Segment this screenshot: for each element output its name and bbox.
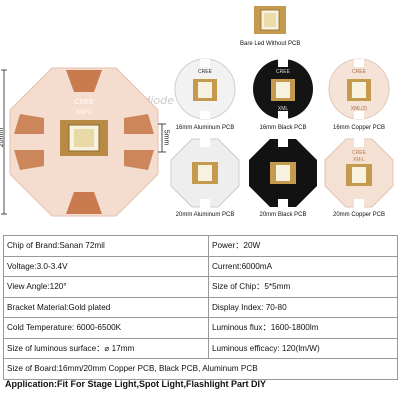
copper-pcb-16mm: CREE XML(2) [328,58,390,120]
spec-cell: Current:6000mA [209,256,398,276]
table-row: View Angle:120° Size of Chip：5*5mm [4,277,398,298]
spec-cell: Luminous flux：1600-1800lm [209,318,398,338]
board-size-cell: Size of Board:16mm/20mm Copper PCB, Blac… [4,359,398,379]
bare-led-image [254,6,286,34]
product-caption: 16mm Aluminum PCB [175,125,235,131]
pcb-brand-text: CREE [352,150,367,156]
width-dimension-label: 20mm [0,127,6,148]
board-model-text: XM-L [76,109,93,116]
table-row: Size of Board:16mm/20mm Copper PCB, Blac… [4,359,398,380]
spec-cell: Luminous efficacy: 120(lm/W) [209,338,398,358]
application-text: Application:Fit For Stage Light,Spot Lig… [5,379,266,389]
spec-cell: Display Index: 70-80 [209,297,398,317]
spec-cell: Size of luminous surface：⌀ 17mm [4,338,209,358]
pcb-model-text: XM-L [353,157,365,163]
product-caption: 20mm Copper PCB [332,212,386,218]
product-caption: 20mm Black PCB [259,212,307,218]
product-caption: 16mm Copper PCB [332,125,386,131]
pcb-brand-text: CREE [198,69,213,75]
spec-cell: Voltage:3.0-3.4V [4,256,209,276]
pcb-brand-text: CREE [276,69,291,75]
product-caption: Bare Led Without PCB [240,41,301,47]
aluminum-pcb-16mm: CREE [174,58,236,120]
table-row: Voltage:3.0-3.4V Current:6000mA [4,256,398,277]
spec-table: Chip of Brand:Sanan 72mil Power：20W Volt… [3,235,398,380]
aluminum-pcb-20mm [170,138,240,208]
spec-cell: Size of Chip：5*5mm [209,277,398,297]
large-copper-board: CREE XM-L [1,67,166,217]
black-pcb-20mm [249,138,317,208]
table-row: Size of luminous surface：⌀ 17mm Luminous… [4,338,398,359]
spec-cell: Bracket Material:Gold plated [4,297,209,317]
spec-cell: View Angle:120° [4,277,209,297]
board-brand-text: CREE [74,99,94,106]
spec-cell: Power：20W [209,236,398,256]
table-row: Bracket Material:Gold plated Display Ind… [4,297,398,318]
black-pcb-16mm: CREE XML [253,59,313,119]
table-row: Cold Temperature: 6000-6500K Luminous fl… [4,318,398,339]
product-caption: 16mm Black PCB [259,125,307,131]
pcb-model-text: XML(2) [351,106,368,112]
product-caption: 20mm Aluminum PCB [175,212,235,218]
pcb-brand-text: CREE [352,69,367,75]
copper-pcb-20mm: CREE XM-L [324,138,394,208]
spec-cell: Chip of Brand:Sanan 72mil [4,236,209,256]
spec-cell: Cold Temperature: 6000-6500K [4,318,209,338]
table-row: Chip of Brand:Sanan 72mil Power：20W [4,236,398,257]
pcb-model-text: XML [278,106,289,112]
